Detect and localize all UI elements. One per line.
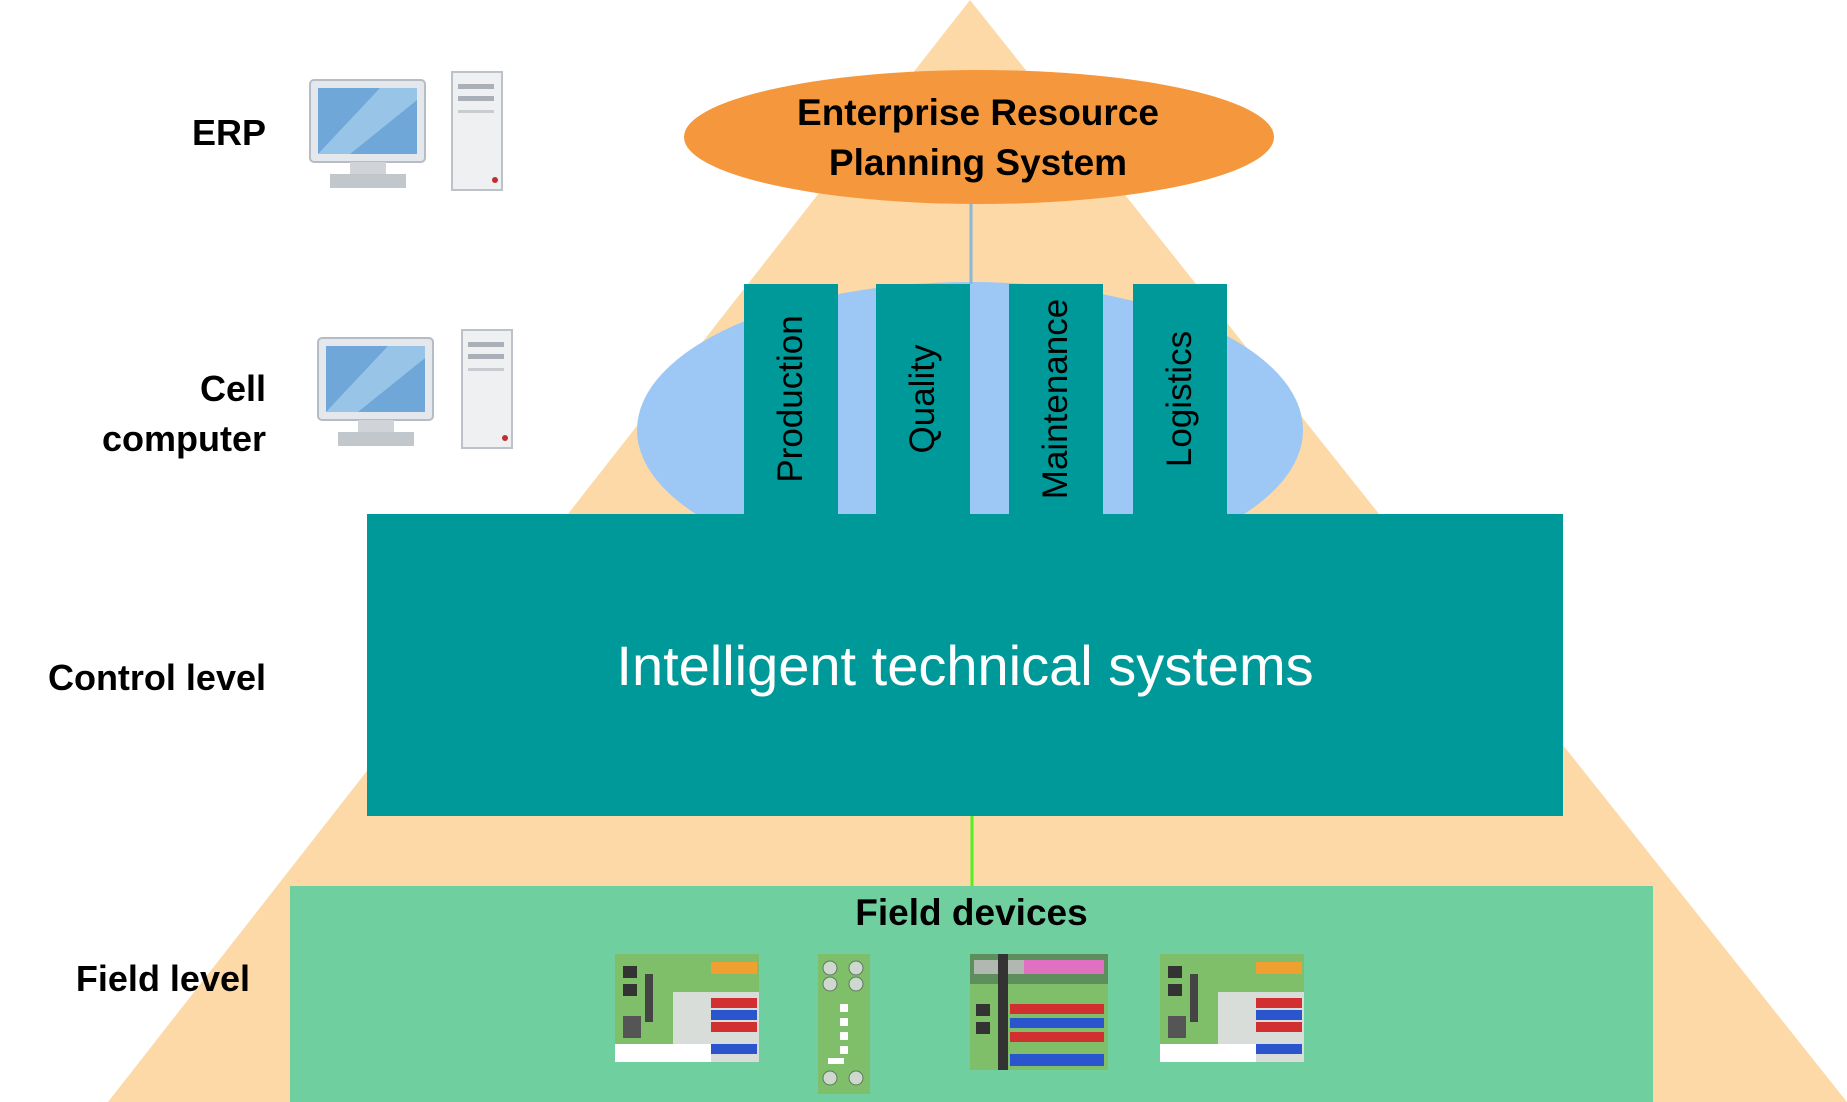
function-column-logistics: Logistics [1133, 284, 1227, 514]
io-module-icon [615, 954, 759, 1062]
erp-oval [684, 70, 1274, 204]
level-label-erp: ERP [191, 112, 266, 153]
erp-system-line2: Planning System [828, 142, 1128, 183]
io-module-icon [1160, 954, 1304, 1062]
function-column-maintenance: Maintenance [1009, 284, 1103, 514]
io-module-icon [818, 954, 870, 1094]
level-label-cell-computer: Cell computer [40, 364, 266, 464]
function-column-production: Production [744, 284, 838, 514]
function-column-quality: Quality [876, 284, 970, 514]
function-label-logistics: Logistics [1160, 330, 1199, 468]
cell-label-line2: computer [101, 418, 266, 459]
erp-system-line1: Enterprise Resource [797, 92, 1159, 133]
erp-computer-icon [309, 71, 503, 191]
intelligent-systems-box: Intelligent technical systems [367, 514, 1563, 816]
field-devices-title: Field devices [855, 892, 1088, 933]
level-label-field: Field level [75, 958, 250, 999]
field-devices-images [615, 954, 1304, 1094]
function-label-quality: Quality [903, 344, 942, 454]
function-label-maintenance: Maintenance [1036, 298, 1075, 500]
cell-computer-icon [317, 329, 513, 449]
cell-label-line1: Cell [199, 368, 266, 409]
field-devices-box: Field devices [290, 886, 1653, 1102]
function-label-production: Production [771, 315, 810, 483]
intelligent-systems-label: Intelligent technical systems [616, 633, 1314, 697]
erp-system-label: Enterprise Resource Planning System [683, 88, 1273, 188]
level-label-control: Control level [47, 657, 266, 698]
io-module-icon [970, 954, 1108, 1070]
